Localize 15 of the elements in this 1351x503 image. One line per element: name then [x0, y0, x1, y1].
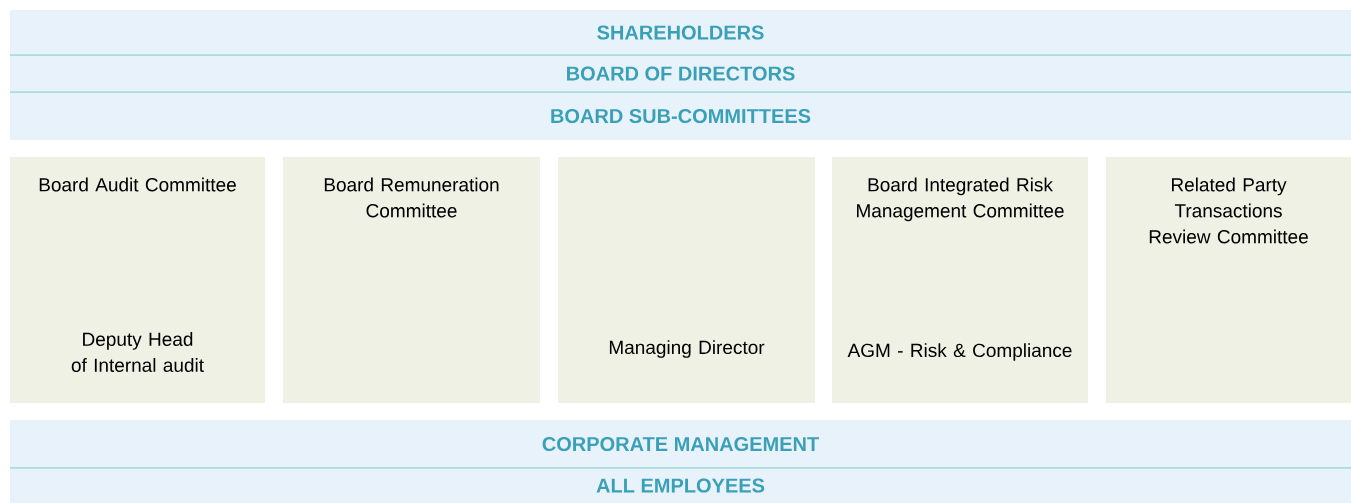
committee-box: Board Remuneration Committee	[283, 157, 540, 403]
committee-box: Related Party Transactions Review Committee	[1106, 157, 1351, 403]
band: SHAREHOLDERS	[10, 10, 1351, 55]
node-label: BOARD OF DIRECTORS	[567, 66, 795, 81]
band: BOARD OF DIRECTORS	[10, 55, 1351, 92]
committee-box: Managing Director	[558, 157, 815, 403]
band: CORPORATE MANAGEMENT	[10, 420, 1351, 468]
node-label: CORPORATE MANAGEMENT	[542, 436, 819, 452]
band: BOARD SUB-COMMITTEES	[10, 92, 1351, 140]
band: ALL EMPLOYEES	[10, 468, 1351, 503]
committee-box: Board Audit Committee Deputy Head of Internal audit	[10, 157, 265, 403]
node-label: BOARD SUB-COMMITTEES	[551, 108, 811, 124]
committee-box: Board Integrated Risk Management Committee AGM - Risk & Compliance	[832, 157, 1088, 403]
node-label: ALL EMPLOYEES	[596, 478, 765, 493]
node-label: SHAREHOLDERS	[597, 25, 764, 40]
